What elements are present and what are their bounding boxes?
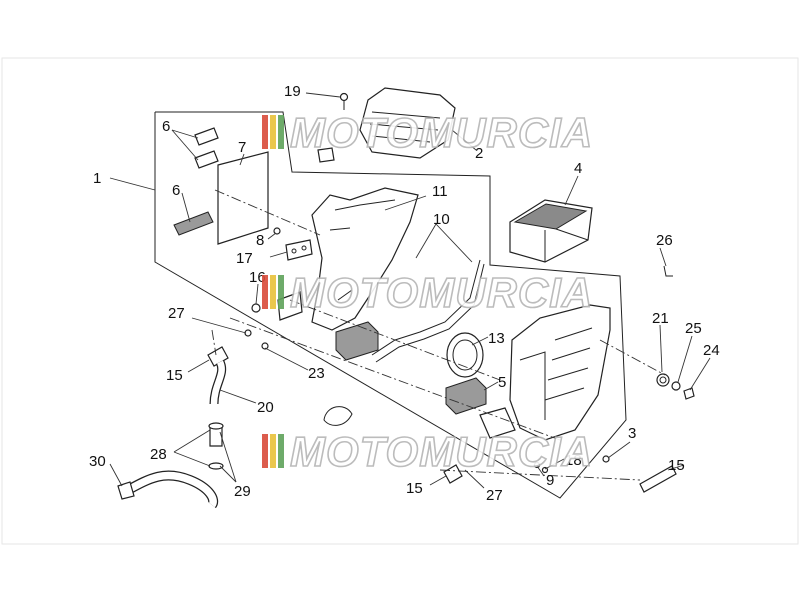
part-spring-clip-10 bbox=[371, 259, 485, 363]
part-plug-15 bbox=[207, 346, 677, 493]
callout-23: 23 bbox=[308, 365, 325, 382]
callout-15-left: 15 bbox=[166, 367, 183, 384]
callout-7: 7 bbox=[238, 139, 246, 156]
part-pads-6 bbox=[173, 127, 219, 236]
callout-5: 5 bbox=[498, 374, 506, 391]
watermark-text: MOTOMURCIA bbox=[290, 269, 593, 316]
part-hose-clamp bbox=[323, 406, 353, 426]
diagram-border bbox=[1, 57, 799, 545]
part-frame-11 bbox=[311, 187, 419, 331]
watermark-middle: MOTOMURCIA bbox=[262, 268, 593, 317]
callout-1: 1 bbox=[93, 170, 101, 187]
part-screws-3-9-18 bbox=[533, 455, 610, 474]
part-clip-26 bbox=[663, 265, 673, 277]
callout-labels: 1 2 3 4 5 6 6 7 8 9 10 11 13 15 15 15 16… bbox=[89, 83, 720, 504]
part-ring-13 bbox=[446, 332, 484, 378]
part-main-housing bbox=[479, 304, 611, 441]
callout-11: 11 bbox=[432, 183, 448, 200]
callout-9: 9 bbox=[546, 472, 554, 489]
callout-13: 13 bbox=[488, 330, 505, 347]
callout-19: 19 bbox=[284, 83, 301, 100]
callout-17: 17 bbox=[236, 250, 253, 267]
callout-15-center: 15 bbox=[406, 480, 423, 497]
callout-6-top: 6 bbox=[162, 118, 170, 135]
watermark-top: MOTOMURCIA bbox=[262, 108, 593, 157]
watermark-text: MOTOMURCIA bbox=[290, 109, 593, 156]
callout-26: 26 bbox=[656, 232, 673, 249]
callout-15-right: 15 bbox=[668, 457, 685, 474]
part-drain-hose-30 bbox=[117, 470, 219, 509]
callout-28: 28 bbox=[150, 446, 167, 463]
callout-18: 18 bbox=[565, 452, 582, 469]
callout-24: 24 bbox=[703, 342, 720, 359]
assembly-outline bbox=[154, 111, 627, 499]
part-element-5 bbox=[335, 321, 487, 415]
callout-10: 10 bbox=[433, 211, 450, 228]
watermark-text: MOTOMURCIA bbox=[290, 428, 593, 475]
callout-3: 3 bbox=[628, 425, 636, 442]
callout-27-right: 27 bbox=[486, 487, 503, 504]
assembly-centerlines bbox=[211, 189, 666, 481]
callout-2: 2 bbox=[475, 145, 483, 162]
part-air-filter-4 bbox=[509, 199, 593, 263]
callout-29: 29 bbox=[234, 483, 251, 500]
callout-21: 21 bbox=[652, 310, 669, 327]
callout-8: 8 bbox=[256, 232, 264, 249]
part-hose-20 bbox=[209, 359, 227, 405]
callout-30: 30 bbox=[89, 453, 106, 470]
callout-27-left: 27 bbox=[168, 305, 185, 322]
part-screw-19 bbox=[339, 92, 349, 110]
part-bracket-17 bbox=[285, 239, 313, 261]
watermark-bottom: MOTOMURCIA bbox=[262, 427, 593, 476]
part-bolt-set bbox=[656, 373, 695, 400]
callout-4: 4 bbox=[574, 160, 582, 177]
part-screw-8 bbox=[273, 227, 281, 235]
part-plate-7 bbox=[217, 151, 269, 245]
leader-lines bbox=[109, 92, 711, 489]
callout-25: 25 bbox=[685, 320, 702, 337]
part-fittings-28-29 bbox=[208, 422, 224, 470]
part-top-cover bbox=[317, 87, 456, 163]
callout-20: 20 bbox=[257, 399, 274, 416]
callout-6-bottom: 6 bbox=[172, 182, 180, 199]
callout-16: 16 bbox=[249, 269, 266, 286]
